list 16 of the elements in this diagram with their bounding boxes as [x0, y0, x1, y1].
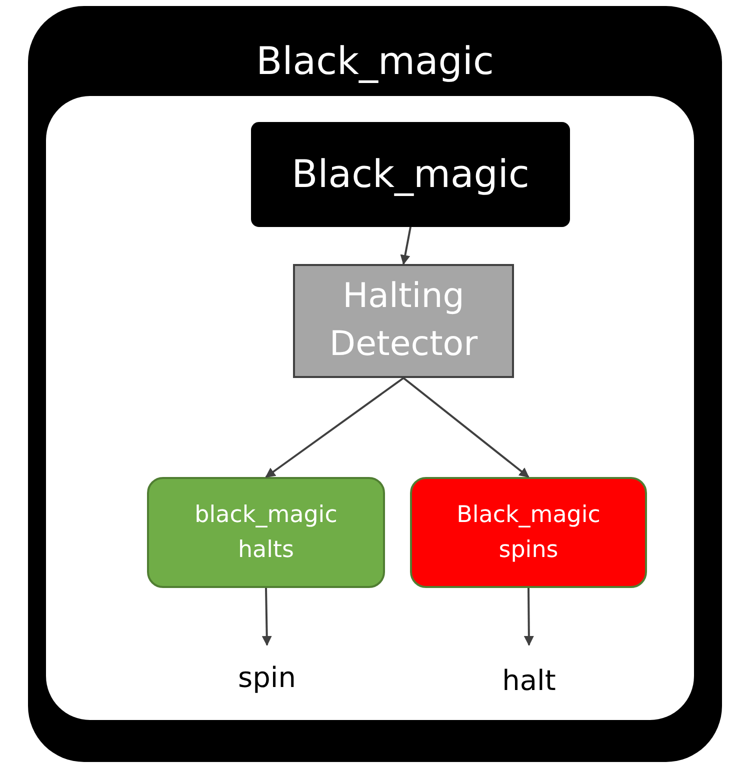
arrow	[262, 588, 272, 646]
arrow	[400, 226, 412, 265]
node-label: black_magic halts	[194, 501, 338, 564]
process-box	[293, 264, 514, 378]
node-label: Halting Detector	[328, 275, 479, 366]
node-label: halt	[502, 663, 556, 699]
node-label: Black_magic spins	[456, 501, 602, 564]
container-box	[28, 6, 722, 762]
node-label: Black_magic	[292, 150, 530, 198]
arrow	[265, 377, 404, 478]
node-label: spin	[238, 660, 296, 696]
arrow	[524, 588, 534, 646]
outcome-box	[410, 477, 647, 588]
process-box	[251, 122, 570, 227]
outcome-box	[147, 477, 385, 588]
arrow	[402, 377, 530, 478]
